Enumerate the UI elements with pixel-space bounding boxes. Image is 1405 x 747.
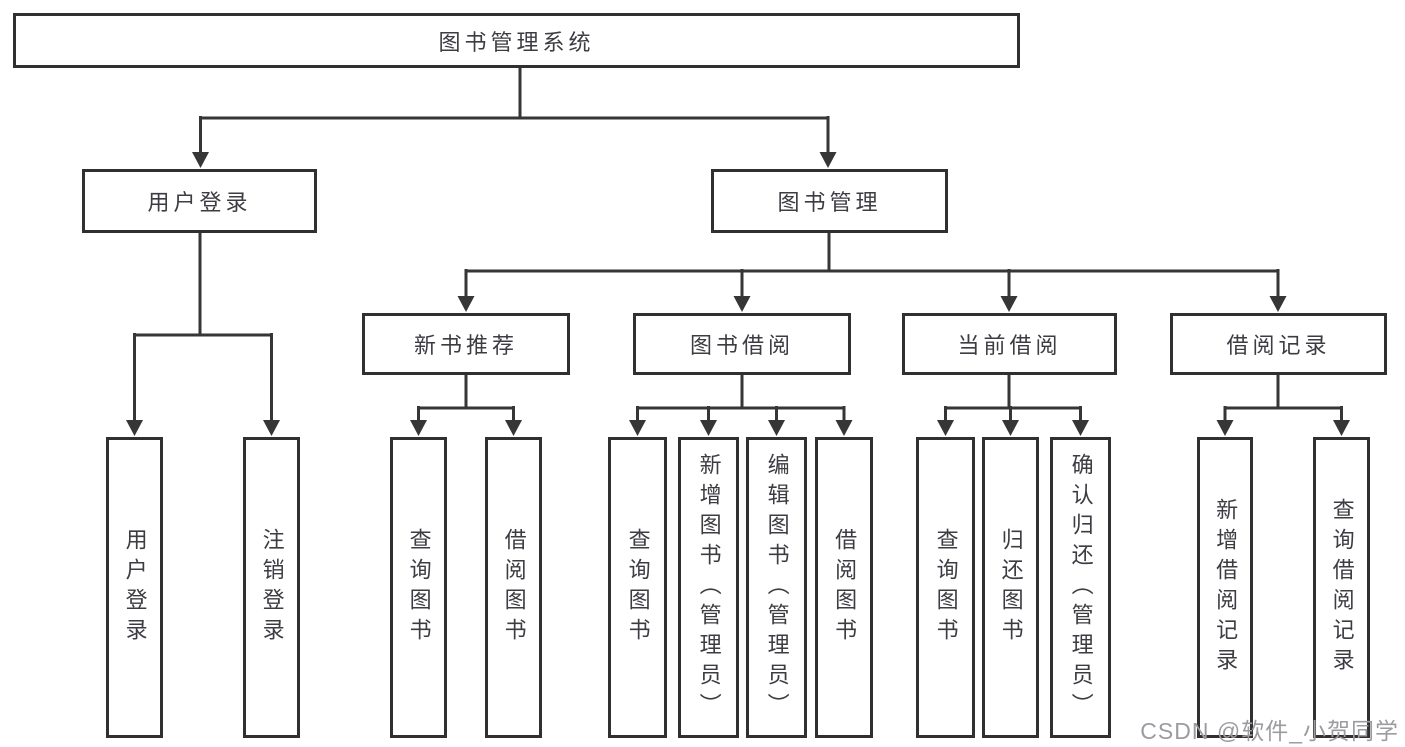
edge-bookmgmt-to-level3 <box>464 233 1280 297</box>
leaf-label: 查询借阅记录 <box>1329 497 1355 678</box>
node-new-book-recommendation: 新书推荐 <box>362 313 570 375</box>
leaf-label: 查询图书 <box>406 527 432 648</box>
arrow-down-icon <box>1072 420 1089 436</box>
arrow-down-icon <box>629 420 646 436</box>
leaf-label: 查询图书 <box>933 527 959 648</box>
node-user-login-group: 用户登录 <box>82 169 317 233</box>
leaf-bb-edit-book-admin: 编辑图书（管理员） <box>746 437 807 738</box>
leaf-label: 借阅图书 <box>501 527 527 648</box>
arrow-down-icon <box>768 420 785 436</box>
arrow-down-icon <box>733 296 751 312</box>
edge-newbookrec-to-leaves <box>417 375 515 421</box>
leaf-bb-add-book-admin: 新增图书（管理员） <box>678 437 739 738</box>
arrow-down-icon <box>1333 420 1350 436</box>
leaf-label: 用户登录 <box>122 527 148 648</box>
leaf-label: 确认归还（管理员） <box>1068 452 1094 723</box>
leaf-label: 借阅图书 <box>832 527 858 648</box>
edge-borrowrecords-to-leaves <box>1223 375 1343 421</box>
leaf-logout: 注销登录 <box>243 437 300 738</box>
node-current-borrowing: 当前借阅 <box>902 313 1117 375</box>
leaf-user-login: 用户登录 <box>106 437 163 738</box>
arrow-down-icon <box>457 296 475 312</box>
arrow-down-icon <box>410 420 427 436</box>
arrow-down-icon <box>700 420 717 436</box>
leaf-br-add-record: 新增借阅记录 <box>1197 437 1253 738</box>
edge-userlogin-to-leaves <box>133 233 273 421</box>
leaf-nbr-borrow-books: 借阅图书 <box>485 437 542 738</box>
leaf-nbr-query-books: 查询图书 <box>390 437 447 738</box>
arrow-down-icon <box>1000 296 1018 312</box>
edge-currentborrow-to-leaves <box>944 375 1082 421</box>
edge-root-to-level2 <box>199 68 830 153</box>
arrow-down-icon <box>1216 420 1234 436</box>
csdn-watermark: CSDN @软件_小贺同学 <box>1140 718 1399 744</box>
arrow-down-icon <box>1269 296 1287 312</box>
leaf-cb-confirm-return-admin: 确认归还（管理员） <box>1050 437 1111 738</box>
node-book-management: 图书管理 <box>711 169 948 233</box>
arrow-down-icon <box>263 420 280 436</box>
leaf-cb-return-books: 归还图书 <box>982 437 1039 738</box>
arrow-down-icon <box>819 152 837 168</box>
arrow-down-icon <box>192 152 209 168</box>
node-library-system: 图书管理系统 <box>13 13 1020 68</box>
node-borrowing-records: 借阅记录 <box>1170 313 1387 375</box>
leaf-bb-borrow-books: 借阅图书 <box>815 437 873 738</box>
leaf-br-query-record: 查询借阅记录 <box>1313 437 1370 738</box>
arrow-down-icon <box>835 420 853 436</box>
arrow-down-icon <box>126 420 143 436</box>
node-book-borrowing: 图书借阅 <box>633 313 851 375</box>
leaf-label: 新增图书（管理员） <box>696 452 722 723</box>
edge-bookborrow-to-leaves <box>636 375 846 421</box>
arrow-down-icon <box>937 420 954 436</box>
leaf-label: 编辑图书（管理员） <box>764 452 790 723</box>
arrow-down-icon <box>505 420 522 436</box>
leaf-label: 新增借阅记录 <box>1213 497 1239 678</box>
leaf-cb-query-books: 查询图书 <box>916 437 975 738</box>
leaf-label: 注销登录 <box>259 527 285 648</box>
leaf-label: 查询图书 <box>625 527 651 648</box>
leaf-label: 归还图书 <box>998 527 1024 648</box>
leaf-bb-query-books: 查询图书 <box>608 437 667 738</box>
arrow-down-icon <box>1002 420 1019 436</box>
